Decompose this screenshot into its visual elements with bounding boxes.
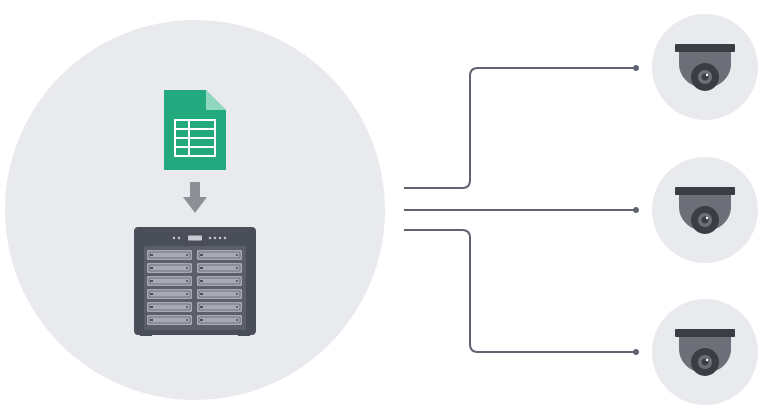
- drive-tray: [147, 315, 192, 325]
- spreadsheet-icon: [164, 90, 226, 170]
- drive-tray: [197, 250, 242, 260]
- drive-tray: [197, 263, 242, 273]
- connector-camera-1: [404, 67, 636, 189]
- dome-camera-icon: [675, 329, 735, 376]
- connector-camera-3: [404, 229, 636, 353]
- drive-trays: [147, 250, 242, 325]
- connector-end-dot: [633, 207, 639, 213]
- dome-camera-icon: [675, 187, 735, 234]
- drive-tray: [197, 302, 242, 312]
- drive-tray: [197, 289, 242, 299]
- drive-tray: [147, 263, 192, 273]
- drive-tray: [147, 289, 192, 299]
- dome-camera-icon: [675, 44, 735, 91]
- drive-tray: [147, 302, 192, 312]
- down-arrow-icon: [183, 182, 207, 213]
- drive-tray: [147, 250, 192, 260]
- drive-tray: [197, 315, 242, 325]
- drive-tray: [147, 276, 192, 286]
- connector-end-dot: [633, 349, 639, 355]
- connector-end-dot: [633, 65, 639, 71]
- drive-tray: [197, 276, 242, 286]
- nas-server-icon: [134, 227, 256, 336]
- connectors: [404, 65, 639, 355]
- nas-status-leds: [172, 235, 227, 241]
- cameras: [675, 44, 735, 376]
